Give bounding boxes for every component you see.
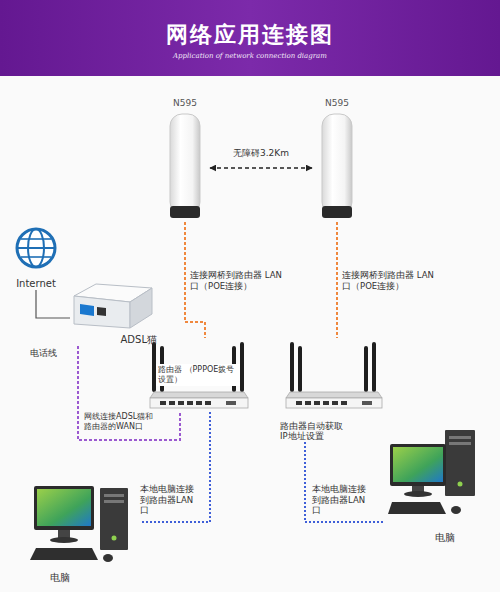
diagram-title: 网络应用连接图 — [0, 0, 500, 48]
connector-line — [305, 442, 385, 522]
node-label: N595 — [173, 98, 197, 109]
node-label: 电脑 — [50, 572, 70, 585]
router-device — [150, 342, 248, 408]
node-label: 路由器自动获取IP地址设置 — [280, 421, 344, 442]
connector-line — [336, 222, 338, 338]
router-node: 路由器自动获取IP地址设置 — [280, 338, 384, 442]
globe-icon — [17, 229, 55, 267]
bridge-device — [170, 114, 200, 218]
computer-icon — [30, 486, 128, 562]
title-band: 网络应用连接图 Application of network connectio… — [0, 0, 500, 76]
node-label: 路由器 （PPPOE拨号设置） — [156, 364, 240, 386]
edge-label: 电话线 — [30, 348, 70, 359]
computer-icon — [388, 430, 475, 514]
subtitle-text: Application of network connection diagra… — [0, 52, 500, 61]
computer-node: 电脑 — [28, 478, 140, 584]
edge-label: 连接网桥到路由器 LAN口（POE连接） — [342, 270, 436, 291]
connector-line — [36, 290, 70, 318]
node-label: 电脑 — [435, 532, 455, 545]
bridge-node: N595 — [312, 98, 362, 222]
bridge-node: N595 — [160, 98, 210, 222]
connector-line — [210, 167, 312, 169]
edge-label: 无障碍3.2Km — [221, 148, 301, 159]
edge-label: 本地电脑连接到路由器LAN口 — [312, 484, 372, 516]
modem-icon — [74, 284, 152, 328]
node-label: Internet — [16, 278, 56, 291]
computer-node: 电脑 — [385, 428, 481, 544]
router-device — [286, 342, 382, 408]
connector-line — [78, 346, 180, 440]
edge-label: 本地电脑连接到路由器LAN口 — [140, 484, 200, 516]
modem-node: ADSL猫 — [70, 280, 157, 346]
edge-label: 网线连接ADSL猫和路由器的WAN口 — [84, 412, 156, 432]
bridge-device — [322, 114, 352, 218]
router-node: 路由器 （PPPOE拨号设置） — [148, 338, 248, 412]
internet-node: Internet — [8, 226, 64, 290]
node-label: N595 — [325, 98, 349, 109]
node-label: ADSL猫 — [121, 334, 157, 347]
edge-label: 连接网桥到路由器 LAN口（POE连接） — [190, 270, 284, 291]
